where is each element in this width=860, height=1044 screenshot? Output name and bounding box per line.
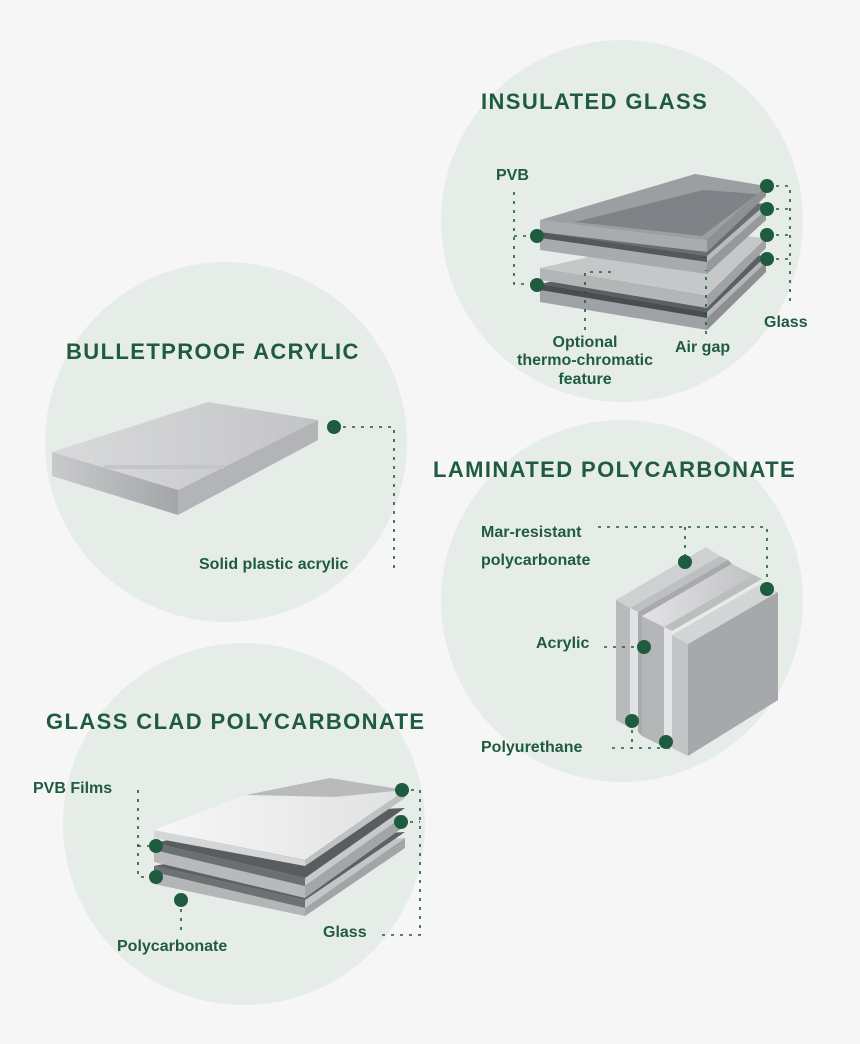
mar-resistant-label: Mar-resistant polycarbonate [481,519,590,575]
acrylic-label: Acrylic [536,635,590,652]
callout-dots [149,179,774,907]
optional-line-3: feature [558,370,612,388]
bulletproof-acrylic-title: BULLETPROOF ACRYLIC [66,339,360,364]
mar-line-2: polycarbonate [481,552,591,569]
laminated-polycarbonate-title: LAMINATED POLYCARBONATE [433,457,797,482]
bulletproof-acrylic-slab [52,402,318,515]
pvb-label: PVB [496,167,529,184]
insulated-glass-stack [540,174,766,330]
polyurethane-label: Polyurethane [481,739,583,756]
insulated-glass-title: INSULATED GLASS [481,89,709,114]
optional-feature-label: Optional thermo-chromatic feature [510,334,660,389]
laminated-polycarbonate-block [616,547,778,756]
optional-line-2: thermo-chromatic [516,352,654,370]
solid-plastic-acrylic-label: Solid plastic acrylic [199,556,349,573]
mar-line-1: Mar-resistant [481,524,582,541]
glass-clad-polycarbonate-stack [154,778,405,916]
optional-line-1: Optional [552,334,618,351]
glass-label: Glass [764,314,808,331]
polycarbonate-label: Polycarbonate [117,938,228,955]
glass-clad-polycarbonate-title: GLASS CLAD POLYCARBONATE [46,709,426,734]
air-gap-label: Air gap [675,339,731,356]
pvb-films-label: PVB Films [33,780,113,797]
glass-clad-glass-label: Glass [323,924,367,941]
